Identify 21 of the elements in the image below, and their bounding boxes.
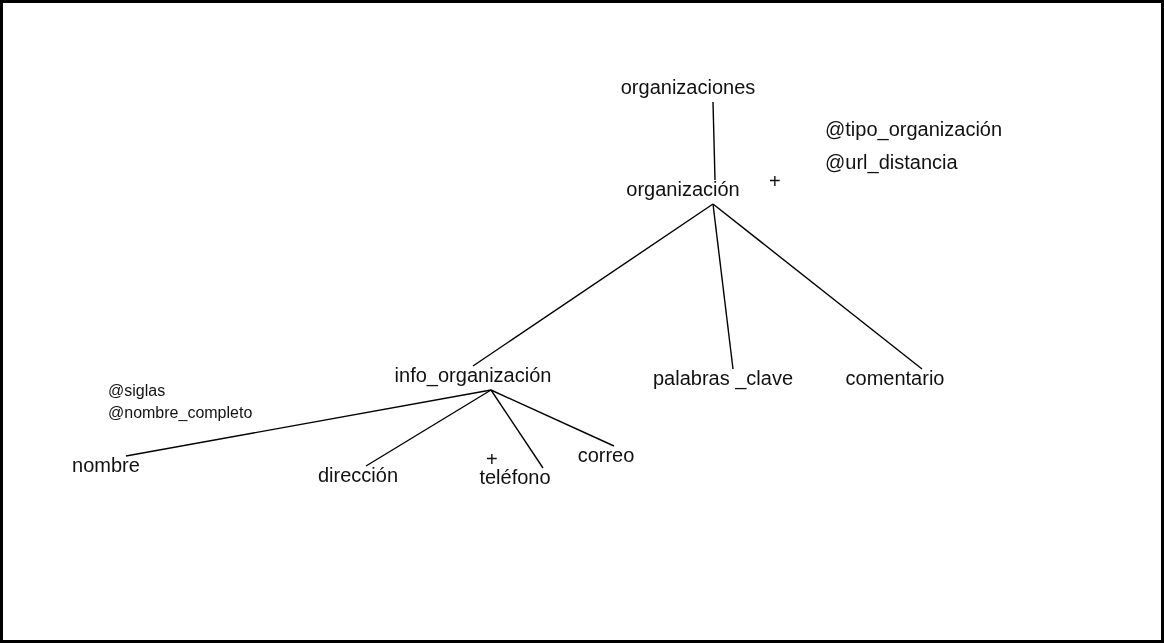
connector-line xyxy=(712,203,923,370)
node-label: palabras _clave xyxy=(652,366,794,390)
attribute-label: @tipo_organización xyxy=(825,117,1003,141)
node-label: nombre xyxy=(72,453,140,477)
node-label: comentario xyxy=(845,366,945,390)
connector-line xyxy=(712,101,716,181)
connector-line xyxy=(490,389,544,469)
attribute-label: @siglas xyxy=(108,381,166,401)
node-label: correo xyxy=(577,443,635,467)
attribute-label: @url_distancia xyxy=(825,150,958,174)
node-label: info_organización xyxy=(394,363,552,387)
node-label: organizaciones xyxy=(620,75,756,99)
connector-line xyxy=(712,203,734,370)
connector-line xyxy=(490,389,615,447)
attribute-label: + xyxy=(769,169,781,193)
attribute-label: @nombre_completo xyxy=(108,403,253,423)
node-label: dirección xyxy=(318,463,398,487)
connector-line xyxy=(472,203,714,367)
connector-line xyxy=(365,389,492,467)
node-label: organización xyxy=(626,177,740,201)
connector-line xyxy=(125,389,492,457)
